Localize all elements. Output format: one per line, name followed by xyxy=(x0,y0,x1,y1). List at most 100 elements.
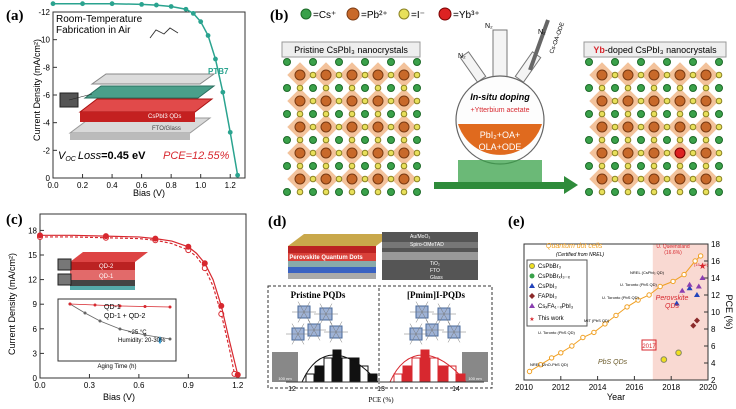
annot-toronto2: U. Toronto (PbS QD) xyxy=(602,295,639,300)
i-ion xyxy=(598,188,606,196)
pb-ion xyxy=(700,69,712,81)
pb-ion xyxy=(320,147,332,159)
cs-ion xyxy=(715,84,723,92)
inset-point xyxy=(118,304,122,308)
cs-ion xyxy=(715,162,723,170)
qd-layer-label: CsPbI3 QDs xyxy=(148,114,181,120)
i-ion xyxy=(322,162,330,170)
qd1-label: QD-1 xyxy=(99,274,114,280)
process-arrow-head xyxy=(564,176,578,194)
i-ion xyxy=(663,97,671,105)
i-ion xyxy=(374,110,382,118)
left-title: Pristine CsPbI₃ nanocrystals xyxy=(294,45,408,55)
lattice-yb-doped xyxy=(585,58,723,196)
stack-glass: Glass xyxy=(430,275,443,281)
csfa-point xyxy=(686,281,693,287)
ligand xyxy=(431,329,439,341)
i-ion xyxy=(387,123,395,131)
left-title: Pristine PQDs xyxy=(291,290,346,300)
y-tick-label: 2 xyxy=(711,376,716,385)
cs-ion xyxy=(585,188,593,196)
ion-legend: =Cs⁺ =Pb²⁺ =I⁻ =Yb³⁺ xyxy=(300,7,480,21)
i-ion xyxy=(309,71,317,79)
i-ion xyxy=(702,188,710,196)
pb-ion xyxy=(372,173,384,185)
pb-ion xyxy=(648,69,660,81)
x-tick-label: 1.0 xyxy=(195,181,207,190)
cs-ion xyxy=(335,188,343,196)
i-ion xyxy=(689,71,697,79)
bar-pmim xyxy=(411,357,421,383)
ligand xyxy=(421,301,429,313)
pb-ion xyxy=(294,121,306,133)
qd-point xyxy=(526,368,533,375)
inset-note-temp: ~25 °C xyxy=(128,330,147,336)
pb-ion xyxy=(320,69,332,81)
bar-pristine xyxy=(314,365,324,383)
cs-ion xyxy=(611,110,619,118)
qd-point xyxy=(646,292,652,298)
x-tick-label: 1.2 xyxy=(232,381,244,390)
ligand xyxy=(453,321,461,333)
y-tick-label: 8 xyxy=(711,325,716,334)
panel-a-series xyxy=(50,1,241,178)
cs-ion xyxy=(663,188,671,196)
cs-ion xyxy=(611,188,619,196)
x-tick-label: 2018 xyxy=(662,383,680,392)
cs-ion xyxy=(335,84,343,92)
inset-point xyxy=(143,333,147,337)
pb-ion xyxy=(674,95,686,107)
x-tick-label: 2014 xyxy=(589,383,607,392)
lattice-pristine xyxy=(283,58,421,196)
ligand xyxy=(313,329,321,341)
stack-au: Au/MoO₃ xyxy=(410,234,430,240)
y-tick-label: -12 xyxy=(38,8,50,17)
pb-ion xyxy=(372,147,384,159)
legend-this-work: This work xyxy=(538,316,565,322)
i-ion xyxy=(663,149,671,157)
cs-ion xyxy=(283,84,291,92)
i-ion xyxy=(611,123,619,131)
ligand xyxy=(303,301,311,313)
i-ion xyxy=(296,110,304,118)
cs-ion xyxy=(283,110,291,118)
i-ion xyxy=(611,149,619,157)
qd-point xyxy=(602,321,608,327)
pb-ion xyxy=(596,147,608,159)
cs-ion xyxy=(387,84,395,92)
cspbi3-point xyxy=(686,285,693,291)
cs-ion xyxy=(413,110,421,118)
inset-point xyxy=(168,305,172,309)
this-work-point: ★ xyxy=(698,261,706,271)
qd2-label: QD-2 xyxy=(99,264,114,270)
device-stack xyxy=(288,232,478,280)
jv-point xyxy=(190,10,196,16)
fit-pmim xyxy=(389,354,467,383)
i-ion xyxy=(624,84,632,92)
right-title: Yb-doped CsPbI₃ nanocrystals xyxy=(593,45,717,55)
perovskite-label2: QDs xyxy=(665,303,680,310)
ligand xyxy=(329,321,337,333)
ligand xyxy=(297,323,305,335)
pb-ion xyxy=(700,121,712,133)
ligand xyxy=(415,301,423,313)
syringe-label: Cs-OA-ODE xyxy=(549,22,566,55)
cs-ion xyxy=(637,110,645,118)
ligand xyxy=(335,321,343,333)
i-ion xyxy=(361,149,369,157)
jv-point xyxy=(153,2,159,8)
i-ion xyxy=(637,149,645,157)
jv-curve xyxy=(53,2,239,176)
svg-text:=Yb³⁺: =Yb³⁺ xyxy=(453,10,480,21)
pb-ion xyxy=(294,95,306,107)
pce-value: PCE=12.55% xyxy=(163,150,230,162)
y-tick-label: -6 xyxy=(43,91,51,100)
jv-point xyxy=(205,33,211,38)
pb-ion xyxy=(346,69,358,81)
y-tick-label: 3 xyxy=(33,349,38,358)
i-ion xyxy=(676,110,684,118)
i-ion xyxy=(348,84,356,92)
